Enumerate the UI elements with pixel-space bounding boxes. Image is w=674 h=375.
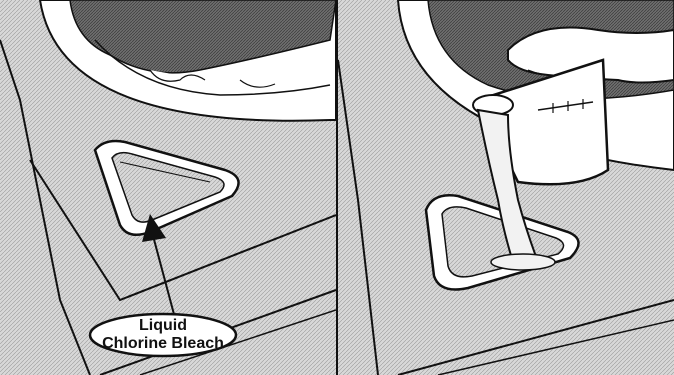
panel-bleach-dispenser-location: Liquid Chlorine Bleach: [0, 0, 336, 375]
bleach-callout: Liquid Chlorine Bleach: [88, 312, 238, 358]
callout-line-1: Liquid: [139, 317, 187, 335]
callout-line-2: Chlorine Bleach: [102, 335, 224, 353]
pouring-cup-illustration: [338, 0, 674, 375]
panel-pouring-bleach: [338, 0, 674, 375]
bleach-pool: [491, 254, 555, 270]
